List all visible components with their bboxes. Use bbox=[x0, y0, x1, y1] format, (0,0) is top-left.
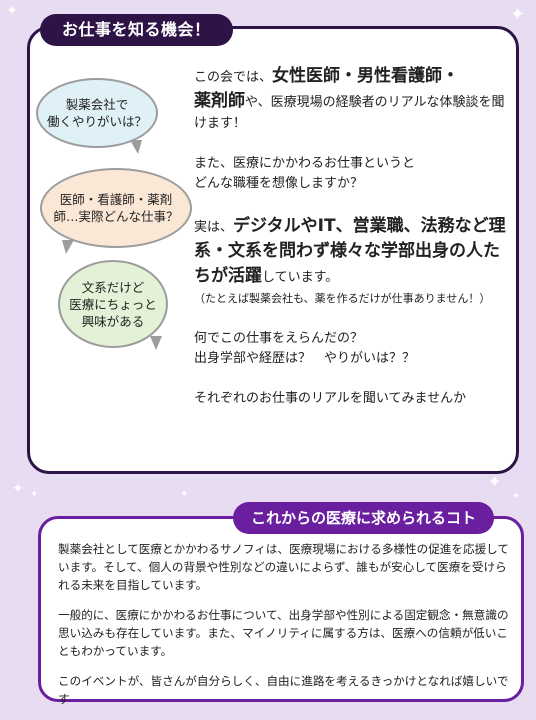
text: この会では、 bbox=[194, 70, 273, 85]
future-paragraph: このイベントが、皆さんが自分らしく、自由に進路を考えるきっかけとなれば嬉しいです bbox=[58, 674, 509, 706]
intro-paragraph: それぞれのお仕事のリアルを聞いてみませんか bbox=[194, 391, 467, 406]
future-body: 製薬会社として医療とかかわるサノフィは、医療現場における多様性の促進を応援してい… bbox=[58, 540, 513, 720]
bubble-text: 製薬会社で 働くやりがいは？ bbox=[46, 97, 147, 129]
future-paragraph: 一般的に、医療にかかわるお仕事について、出身学部や性別による固定観念・無意識の思… bbox=[58, 608, 509, 658]
emphasis-text: 女性医師・男性看護師・ bbox=[272, 66, 460, 86]
future-tab-title: これからの医療に求められるコト bbox=[233, 502, 495, 534]
bubble-text: 文系だけど 医療にちょっと 興味がある bbox=[69, 279, 157, 329]
intro-tab-title: お仕事を知る機会！ bbox=[40, 14, 233, 46]
note-text: （たとえば製薬会社も、薬を作るだけが仕事ありません！） bbox=[194, 292, 491, 305]
bubble-text: 医師・看護師・薬剤 師…実際どんな仕事？ bbox=[53, 192, 179, 224]
intro-paragraph: この会では、女性医師・男性看護師・ 薬剤師や、医療現場の経験者のリアルな体験談を… bbox=[194, 64, 514, 134]
intro-paragraph: 何でこの仕事をえらんだの？ 出身学部や経歴は？ やりがいは？？ bbox=[194, 331, 416, 366]
text: や、医療現場の経験者のリアルな体験談を聞けます！ bbox=[194, 95, 505, 131]
emphasis-text: 薬剤師 bbox=[194, 91, 245, 111]
star-icon: ✦ bbox=[488, 472, 502, 491]
speech-bubble-humanities: 文系だけど 医療にちょっと 興味がある bbox=[58, 260, 168, 348]
future-paragraph: 製薬会社として医療とかかわるサノフィは、医療現場における多様性の促進を応援してい… bbox=[58, 542, 509, 592]
intro-paragraph: また、医療にかかわるお仕事というと どんな職種を想像しますか？ bbox=[194, 156, 416, 191]
bubble-tail bbox=[150, 336, 162, 350]
star-icon: ✦ bbox=[30, 489, 39, 500]
text: 実は、 bbox=[194, 220, 234, 235]
star-icon: ✦ bbox=[512, 491, 521, 502]
star-icon: ✦ bbox=[510, 4, 526, 25]
speech-bubble-jobs: 医師・看護師・薬剤 師…実際どんな仕事？ bbox=[40, 168, 192, 248]
star-icon: ✦ bbox=[6, 3, 18, 19]
future-panel bbox=[38, 516, 524, 702]
star-icon: ✦ bbox=[12, 481, 24, 497]
intro-body: この会では、女性医師・男性看護師・ 薬剤師や、医療現場の経験者のリアルな体験談を… bbox=[194, 64, 514, 409]
intro-paragraph: 実は、デジタルやIT、営業職、法務など理系・文系を問わず様々な学部出身の人たちが… bbox=[194, 214, 514, 309]
star-icon: ✦ bbox=[180, 489, 189, 500]
speech-bubble-pharma: 製薬会社で 働くやりがいは？ bbox=[36, 78, 158, 148]
text: しています。 bbox=[262, 270, 339, 285]
bubble-tail bbox=[62, 240, 74, 254]
bubble-tail bbox=[130, 140, 142, 154]
emphasis-text: デジタルやIT、営業職、法務など理系・文系を問わず様々な学部出身の人たちが活躍 bbox=[194, 216, 506, 286]
